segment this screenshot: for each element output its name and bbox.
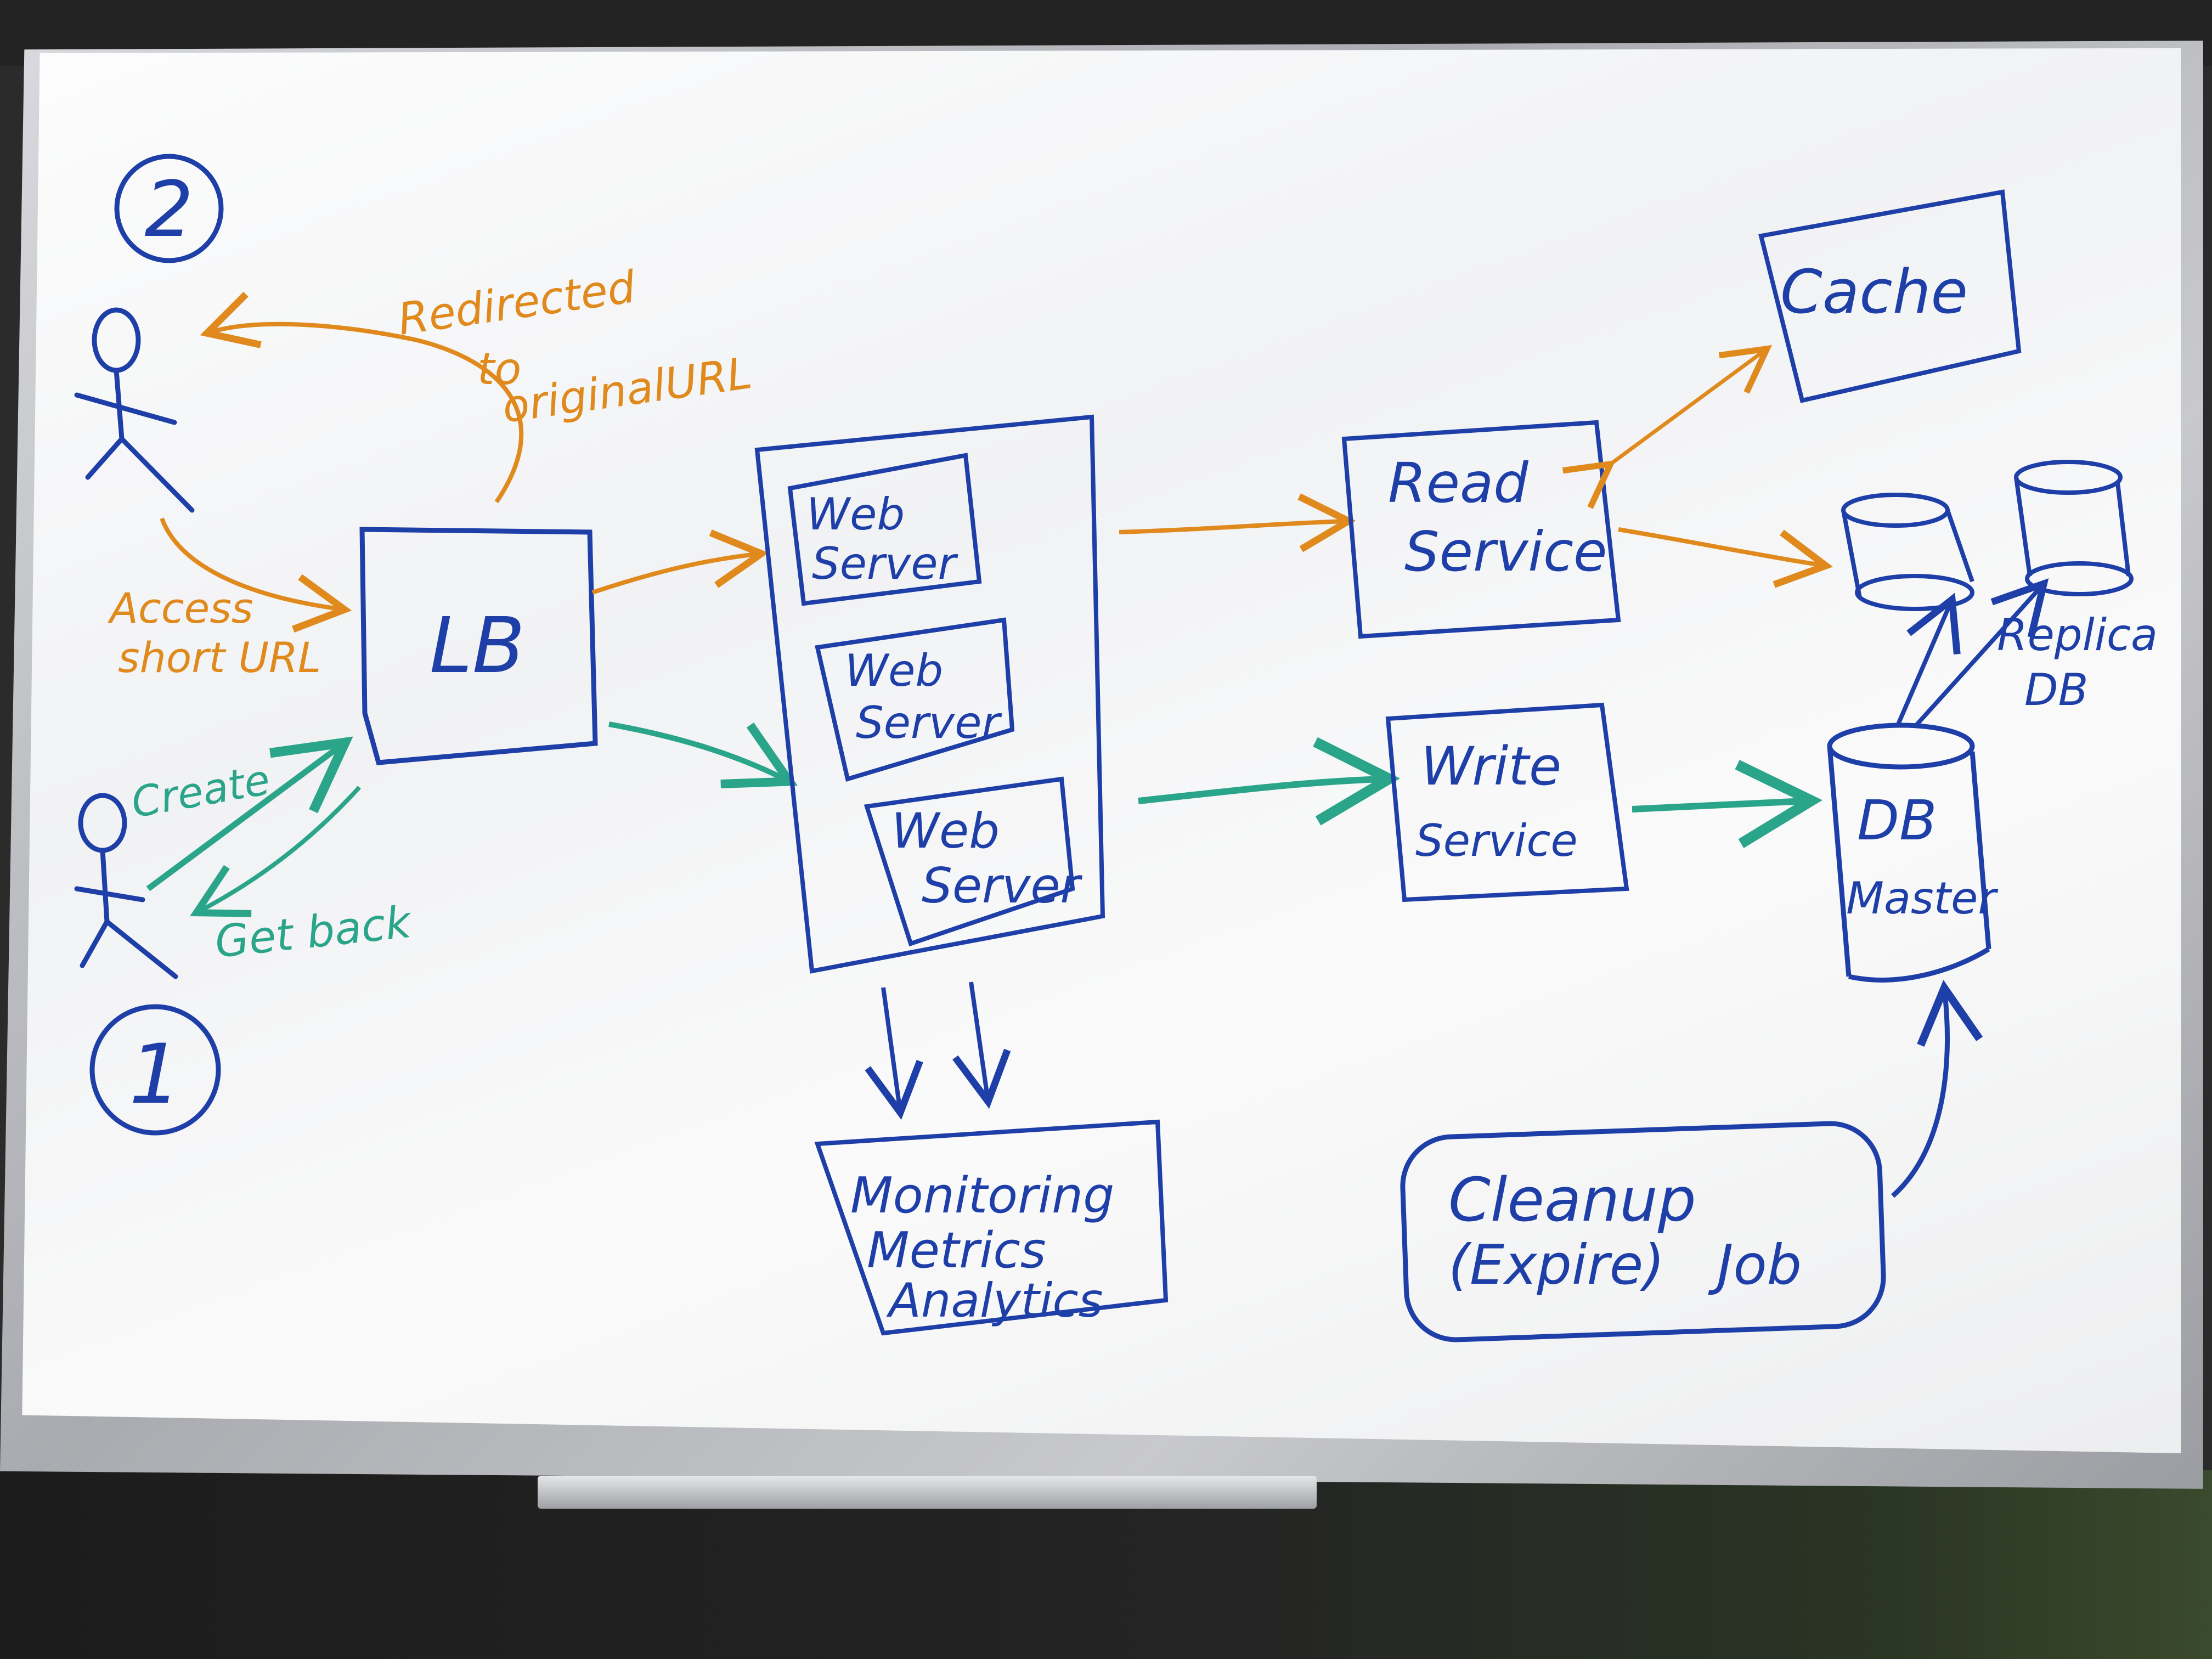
create-flow: Create <box>128 736 353 891</box>
web-server-2-line2: Server <box>856 697 1002 748</box>
db-master: DB Master <box>1827 723 1999 983</box>
cache: Cache <box>1758 189 2022 403</box>
load-balancer: LB <box>359 527 598 765</box>
step-1-label: 1 <box>129 1027 181 1122</box>
web-to-monitoring-arrow-2 <box>952 981 1011 1109</box>
access-flow: Access short URL <box>107 517 352 682</box>
cache-label: Cache <box>1780 257 1968 327</box>
replica-db-2 <box>2014 460 2134 596</box>
cleanup-job: Cleanup (Expire) Job <box>1400 1121 1886 1342</box>
cleanup-to-master-arrow <box>1891 980 1983 1198</box>
web-server-1-line1: Web <box>806 489 905 540</box>
redirect-flow: Redirected to originalURL <box>200 261 755 504</box>
web-server-2-line1: Web <box>845 645 943 696</box>
web-server-1-line2: Server <box>812 538 958 589</box>
step-1-marker: 1 <box>89 1004 221 1136</box>
web-server-3-line2: Server <box>922 857 1082 914</box>
cleanup-line2: (Expire) <box>1448 1233 1664 1297</box>
user-figure-access <box>74 307 195 513</box>
redirect-label-line2: to <box>477 343 521 394</box>
marker-tray <box>538 1476 1317 1509</box>
replica-db-label-line2: DB <box>2024 664 2088 715</box>
redirect-label-line3: originalURL <box>499 347 755 433</box>
monitoring: Monitoring Metrics Analytics <box>814 1119 1169 1336</box>
web-server-3: Web Server <box>864 776 1082 947</box>
web-to-write-arrow <box>1138 737 1401 826</box>
step-2-label: 2 <box>144 165 193 255</box>
cleanup-line3: Job <box>1708 1233 1802 1297</box>
web-server-cluster: Web Server Web Server Web Server <box>754 414 1105 974</box>
db-master-line2: Master <box>1846 873 1999 924</box>
write-service: Write Service <box>1385 702 1629 902</box>
access-label-line2: short URL <box>118 633 321 682</box>
web-server-1: Web Server <box>787 453 982 606</box>
web-server-2: Web Server <box>815 617 1015 782</box>
lb-to-web-read-arrow <box>591 529 769 595</box>
db-master-line1: DB <box>1857 788 1937 853</box>
cleanup-line1: Cleanup <box>1448 1165 1696 1235</box>
write-to-master-arrow <box>1632 760 1823 848</box>
web-to-monitoring-arrow-1 <box>865 987 923 1120</box>
load-balancer-label: LB <box>430 601 525 691</box>
user-figure-create <box>74 793 178 979</box>
write-service-line1: Write <box>1421 736 1561 797</box>
get-back-label: Get back <box>212 896 415 968</box>
web-to-read-arrow <box>1119 493 1356 552</box>
get-back-flow: Get back <box>190 786 415 968</box>
lb-to-web-write-arrow <box>608 721 798 788</box>
redirect-label-line1: Redirected <box>395 261 639 345</box>
read-cache-arrow <box>1562 345 1773 509</box>
create-label: Create <box>128 755 274 827</box>
master-to-replica-2-arrow <box>1913 578 2049 729</box>
master-to-replica-1-arrow <box>1896 592 1961 725</box>
access-label-line1: Access <box>107 584 253 633</box>
replica-db-label-line1: Replica <box>1997 610 2158 661</box>
read-service-line1: Read <box>1388 451 1528 515</box>
monitoring-line3: Analytics <box>886 1273 1103 1328</box>
write-service-line2: Service <box>1415 815 1578 866</box>
web-server-3-line1: Web <box>891 803 1000 859</box>
monitoring-line1: Monitoring <box>850 1167 1114 1224</box>
replica-db-1 <box>1841 493 1974 611</box>
step-2-marker: 2 <box>114 154 224 263</box>
read-service: Read Service <box>1341 420 1621 639</box>
read-service-line2: Service <box>1404 520 1607 584</box>
read-to-replica-arrow <box>1618 527 1833 588</box>
replica-db-cylinders <box>1841 460 2134 611</box>
monitoring-line2: Metrics <box>867 1222 1046 1279</box>
